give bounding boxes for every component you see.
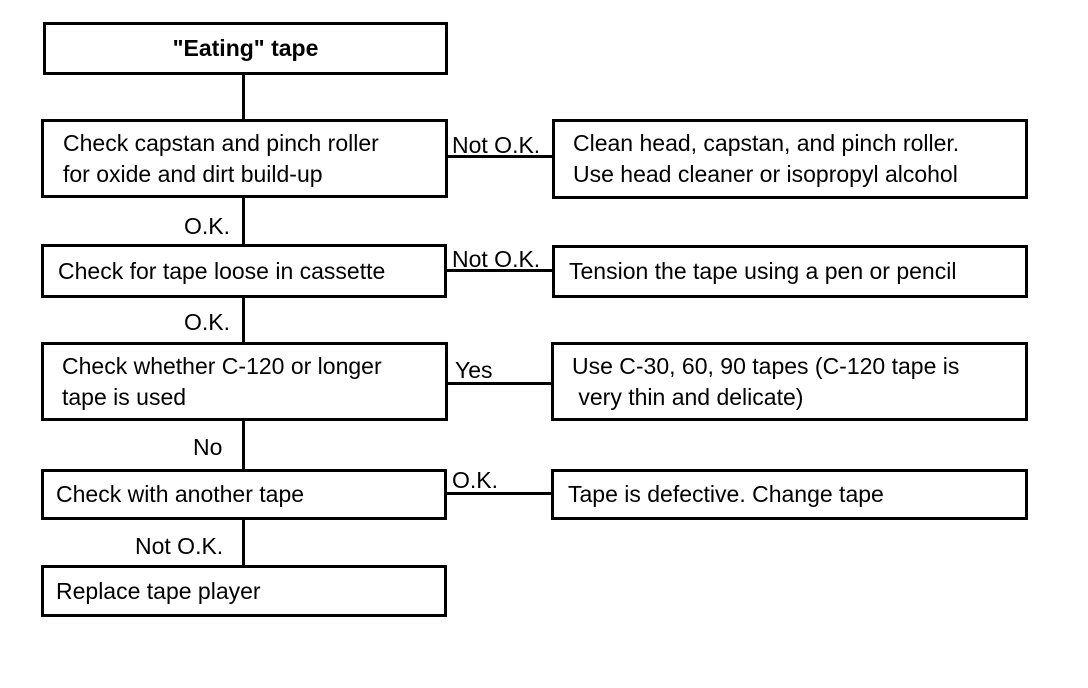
connector-step4-to-action4 <box>446 492 554 495</box>
label-ok-step2: O.K. <box>184 309 231 335</box>
label-not-ok-step2: Not O.K. <box>452 246 541 272</box>
action-line: very thin and delicate) <box>572 383 804 410</box>
check-box-text: Check with another tape <box>56 479 304 510</box>
start-box-eating-tape: "Eating" tape <box>43 22 448 75</box>
connector-step1-to-action1 <box>446 155 554 158</box>
connector-title-to-step1 <box>242 75 245 119</box>
action-box-text: Tension the tape using a pen or pencil <box>569 256 956 287</box>
action-box-use-shorter-tapes: Use C-30, 60, 90 tapes (C-120 tape is ve… <box>551 342 1028 421</box>
action-box-tape-defective: Tape is defective. Change tape <box>551 469 1028 520</box>
check-line: for oxide and dirt build-up <box>63 160 323 187</box>
check-box-capstan-pinch-roller: Check capstan and pinch roller for oxide… <box>41 119 448 198</box>
check-line: Check with another tape <box>56 481 305 507</box>
check-box-text: Check whether C-120 or longer tape is us… <box>62 351 382 413</box>
connector-step1-to-step2 <box>242 197 245 244</box>
connector-step3-to-action3 <box>446 382 554 385</box>
label-yes-step3: Yes <box>455 357 493 383</box>
connector-step2-to-step3 <box>242 296 245 342</box>
connector-step4-to-final <box>242 519 245 566</box>
check-line: Check capstan and pinch roller <box>63 129 379 156</box>
label-ok-step1: O.K. <box>184 213 231 239</box>
label-not-ok-step4: Not O.K. <box>135 533 224 559</box>
connector-step3-to-step4 <box>242 420 245 469</box>
action-box-text: Use C-30, 60, 90 tapes (C-120 tape is ve… <box>572 351 959 413</box>
action-line: Tape is defective. Change tape <box>568 481 884 507</box>
action-line: Use head cleaner or isopropyl alcohol <box>573 161 958 187</box>
end-box-label: Replace tape player <box>56 577 261 604</box>
action-line: Tension the tape using a pen or pencil <box>569 258 957 284</box>
label-not-ok-step1: Not O.K. <box>452 132 541 158</box>
check-box-text: Check capstan and pinch roller for oxide… <box>63 128 379 190</box>
start-box-label: "Eating" tape <box>172 35 319 61</box>
end-box-replace-player: Replace tape player <box>41 565 447 617</box>
connector-step2-to-action2 <box>445 269 555 272</box>
check-box-tape-loose: Check for tape loose in cassette <box>41 244 447 298</box>
check-box-c120-tape: Check whether C-120 or longer tape is us… <box>41 342 448 421</box>
action-line: Use C-30, 60, 90 tapes (C-120 tape is <box>572 352 960 379</box>
check-line: Check for tape loose in cassette <box>58 257 386 284</box>
action-box-text: Clean head, capstan, and pinch roller. U… <box>573 128 959 190</box>
action-box-clean-head: Clean head, capstan, and pinch roller. U… <box>552 119 1028 199</box>
check-box-another-tape: Check with another tape <box>41 469 447 520</box>
action-box-tension-tape: Tension the tape using a pen or pencil <box>552 245 1028 298</box>
action-box-text: Tape is defective. Change tape <box>568 479 884 510</box>
label-ok-step4: O.K. <box>452 467 499 493</box>
check-line: tape is used <box>62 383 187 410</box>
check-box-text: Check for tape loose in cassette <box>58 256 385 287</box>
label-no-step3: No <box>193 434 223 460</box>
check-line: Check whether C-120 or longer <box>62 352 382 379</box>
action-line: Clean head, capstan, and pinch roller. <box>573 130 960 156</box>
